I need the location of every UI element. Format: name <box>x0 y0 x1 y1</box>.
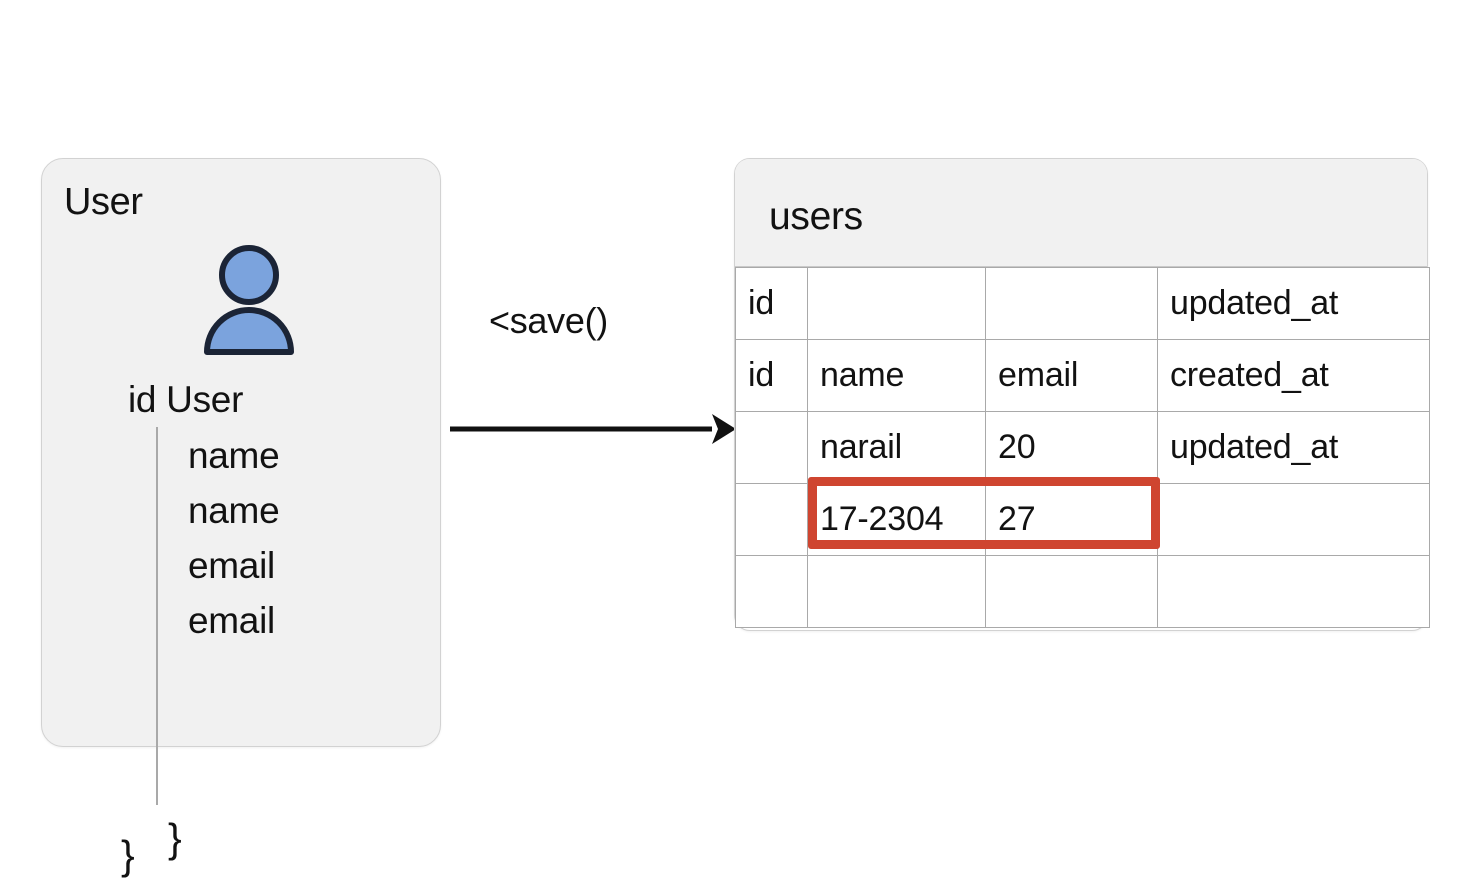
indent-guide-line <box>156 427 158 805</box>
person-icon <box>201 245 297 355</box>
row-index-cell-empty <box>735 555 808 628</box>
user-model-card: User id User name name email email } } <box>41 158 442 876</box>
users-data-grid: id updated_at id name email created_at n… <box>735 267 1430 628</box>
save-call-label: <save() <box>489 300 608 341</box>
table-title: users <box>769 195 863 238</box>
cell-created-at[interactable]: created_at <box>1157 339 1430 412</box>
cell-empty[interactable] <box>985 555 1158 628</box>
row-index-cell <box>735 411 808 484</box>
closing-brace-inner: } <box>168 815 182 861</box>
table-row[interactable]: narail 20 updated_at <box>735 411 1430 484</box>
table-row-highlighted[interactable]: 17-2304 27 <box>735 483 1430 556</box>
model-field-name-2: name <box>188 490 280 531</box>
model-field-email-2: email <box>188 600 275 641</box>
arrow-right-icon <box>450 408 738 450</box>
cell-empty[interactable] <box>1157 555 1430 628</box>
table-card-header: users <box>735 159 1427 267</box>
cell-empty[interactable] <box>807 555 986 628</box>
users-table-card: users id updated_at id name email create… <box>734 158 1430 631</box>
grid-header-cell-id[interactable]: id <box>735 267 808 340</box>
table-row-empty[interactable] <box>735 555 1430 628</box>
cell-email-highlighted[interactable]: 27 <box>985 483 1158 556</box>
grid-header-row: id updated_at <box>735 267 1430 340</box>
closing-brace-outer: } <box>121 832 135 878</box>
cell-email[interactable]: email <box>985 339 1158 412</box>
model-field-name-1: name <box>188 435 280 476</box>
cell-empty[interactable] <box>1157 483 1430 556</box>
grid-header-cell-a[interactable] <box>807 267 986 340</box>
grid-header-cell-c[interactable]: updated_at <box>1157 267 1430 340</box>
cell-name-highlighted[interactable]: 17-2304 <box>807 483 986 556</box>
row-index-cell: id <box>735 339 808 412</box>
model-field-list: id User name name email email <box>42 381 442 691</box>
model-field-email-1: email <box>188 545 275 586</box>
cell-name[interactable]: narail <box>807 411 986 484</box>
model-field-root: id User <box>128 379 244 420</box>
model-card-title: User <box>64 181 143 223</box>
cell-email[interactable]: 20 <box>985 411 1158 484</box>
grid-header-cell-b[interactable] <box>985 267 1158 340</box>
cell-updated-at[interactable]: updated_at <box>1157 411 1430 484</box>
cell-name[interactable]: name <box>807 339 986 412</box>
row-index-cell <box>735 483 808 556</box>
table-row[interactable]: id name email created_at <box>735 339 1430 412</box>
